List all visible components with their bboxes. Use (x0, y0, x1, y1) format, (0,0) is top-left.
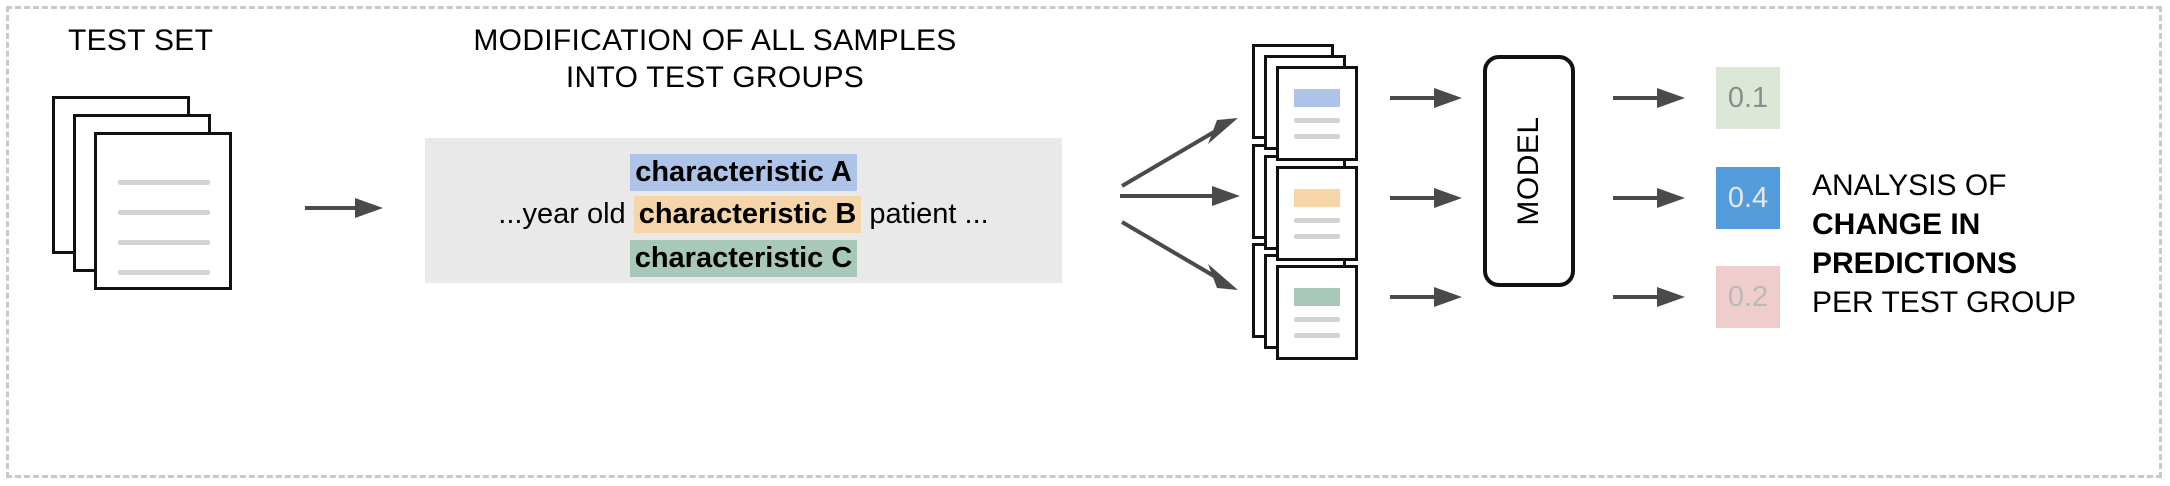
sample-line-c: characteristic C (425, 240, 1062, 277)
diagram-outer-frame (6, 6, 2162, 478)
prediction-value-c: 0.2 (1716, 266, 1780, 328)
model-label: MODEL (1512, 116, 1545, 226)
test-set-document-stack (52, 96, 252, 290)
analysis-text-block: ANALYSIS OF CHANGE IN PREDICTIONS PER TE… (1812, 166, 2076, 322)
arrow-right-icon (1390, 86, 1462, 110)
arrow-right-icon (305, 196, 383, 220)
arrow-right-icon (1120, 218, 1240, 290)
characteristic-c-highlight-bar (1294, 288, 1340, 306)
sample-line-b: ...year old characteristic B patient ... (425, 196, 1062, 233)
document-text-line (1294, 234, 1340, 239)
arrow-right-icon (1120, 118, 1240, 190)
characteristic-c-highlight: characteristic C (629, 240, 858, 277)
arrow-right-icon (1613, 186, 1685, 210)
arrow-right-icon (1120, 184, 1240, 208)
analysis-line-2: CHANGE IN (1812, 208, 1981, 241)
arrow-right-icon (1613, 86, 1685, 110)
document-text-line (118, 180, 210, 185)
modification-heading: MODIFICATION OF ALL SAMPLES INTO TEST GR… (473, 24, 957, 94)
document-text-line (118, 270, 210, 275)
test-set-heading: TEST SET (68, 24, 214, 57)
modification-panel: characteristic A ...year old characteris… (425, 138, 1062, 283)
characteristic-b-highlight: characteristic B (633, 196, 862, 233)
prediction-value-b: 0.4 (1716, 167, 1780, 229)
line-b-suffix: patient ... (861, 198, 989, 230)
document-text-line (1294, 333, 1340, 338)
test-group-b-documents (1252, 144, 1370, 262)
sample-line-a: characteristic A (425, 154, 1062, 191)
line-b-prefix: ...year old (498, 198, 634, 230)
analysis-line-1: ANALYSIS OF (1812, 169, 2007, 202)
arrow-right-icon (1390, 186, 1462, 210)
test-group-a-documents (1252, 44, 1370, 162)
document-text-line (1294, 134, 1340, 139)
test-group-c-documents (1252, 243, 1370, 361)
model-box: MODEL (1483, 55, 1575, 287)
analysis-line-3: PREDICTIONS (1812, 247, 2018, 280)
document-text-line (1294, 317, 1340, 322)
prediction-value-a: 0.1 (1716, 67, 1780, 129)
document-text-line (1294, 118, 1340, 123)
document-text-line (1294, 218, 1340, 223)
characteristic-a-highlight-bar (1294, 89, 1340, 107)
document-text-line (118, 210, 210, 215)
document-text-line (118, 240, 210, 245)
characteristic-b-highlight-bar (1294, 189, 1340, 207)
document-icon (1276, 265, 1358, 360)
document-icon (1276, 166, 1358, 261)
analysis-line-4: PER TEST GROUP (1812, 286, 2076, 319)
characteristic-a-highlight: characteristic A (630, 154, 857, 191)
document-icon (1276, 66, 1358, 161)
arrow-right-icon (1390, 285, 1462, 309)
arrow-right-icon (1613, 285, 1685, 309)
